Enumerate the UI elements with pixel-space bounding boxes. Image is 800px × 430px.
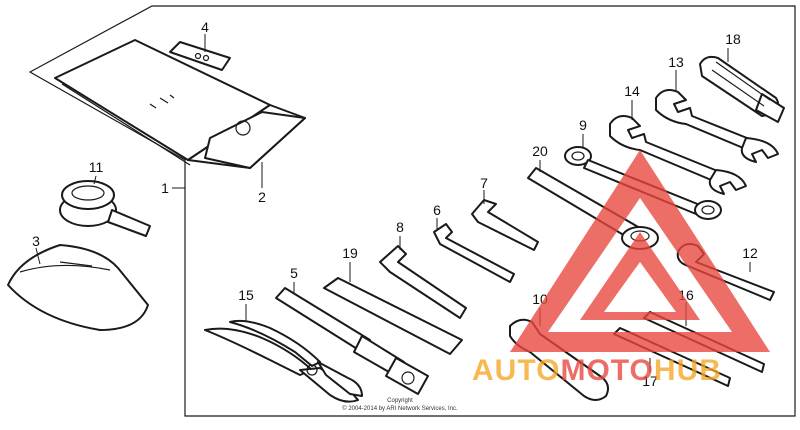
watermark-triangle-icon [510, 150, 770, 352]
tool-bag [54, 39, 306, 169]
callout-4: 4 [201, 19, 209, 35]
callout-7: 7 [480, 175, 488, 191]
tire-gauge [59, 180, 151, 237]
callout-labels: 1 2 3 4 5 6 7 8 9 10 11 12 13 14 15 16 1… [32, 19, 758, 389]
callout-17: 17 [642, 373, 658, 389]
callout-9: 9 [579, 117, 587, 133]
callout-5: 5 [290, 265, 298, 281]
watermark-brand-auto: AUTO [472, 354, 560, 387]
watermark-brand-moto: MOTO [560, 354, 653, 387]
callout-20: 20 [532, 143, 548, 159]
callout-18: 18 [725, 31, 741, 47]
screwdriver-bar [323, 277, 463, 355]
callout-1: 1 [161, 180, 169, 196]
hex-key-small [471, 199, 539, 251]
callout-12: 12 [742, 245, 758, 261]
callout-3: 3 [32, 233, 40, 249]
gauge-case [7, 244, 149, 331]
svg-text:AUTOMOTOHUB: AUTOMOTOHUB [472, 354, 722, 387]
hex-key-medium [433, 223, 515, 283]
callout-6: 6 [433, 202, 441, 218]
box-wrench [275, 287, 429, 395]
screwdriver-handle [699, 55, 785, 123]
open-end-wrench-13 [655, 89, 779, 163]
callout-11: 11 [89, 159, 104, 175]
callout-19: 19 [342, 245, 358, 261]
pliers [204, 319, 363, 403]
hex-key-large [379, 245, 467, 319]
tool-clip [169, 41, 231, 71]
callout-8: 8 [396, 219, 404, 235]
frame-outline [28, 5, 796, 417]
callout-15: 15 [238, 287, 254, 303]
callout-2: 2 [258, 189, 266, 205]
copyright-line-2: © 2004-2014 by ARI Network Services, Inc… [342, 405, 458, 412]
callout-14: 14 [624, 83, 640, 99]
copyright-line-1: Copyright [387, 398, 413, 404]
open-end-wrench-14 [609, 115, 747, 195]
watermark-logo: AUTOMOTOHUB [472, 150, 770, 387]
callout-13: 13 [668, 54, 684, 70]
watermark-brand-hub: HUB [654, 354, 722, 387]
